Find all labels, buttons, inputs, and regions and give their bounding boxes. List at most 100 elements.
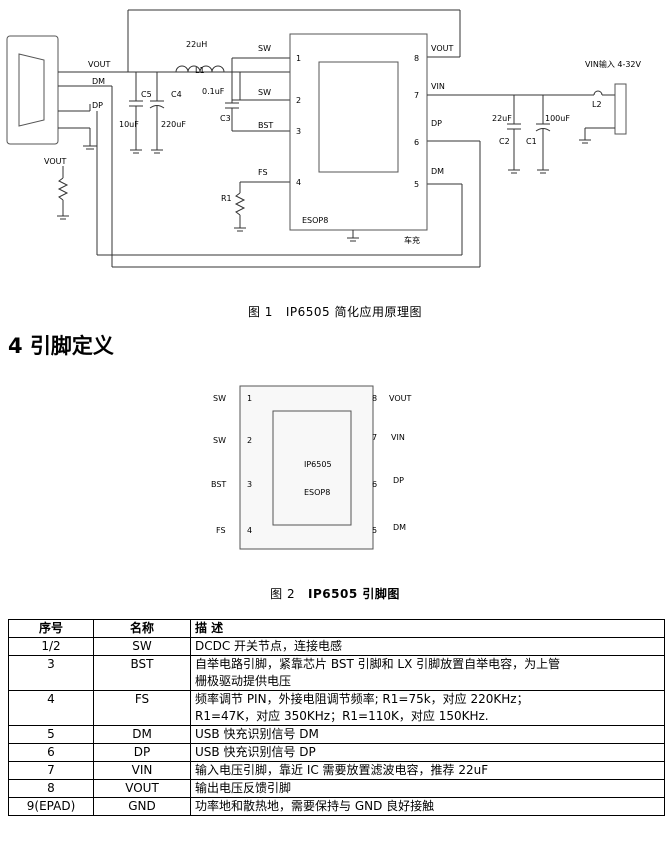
pinout-pin-name-1: SW [213, 394, 226, 403]
usb-connector-plug [18, 53, 45, 127]
cell-description: 输出电压反馈引脚 [190, 779, 665, 798]
pin-definition-table: 序号 名称 描 述 1/2 SW DCDC 开关节点，连接电感 3 BST 自举… [8, 619, 665, 816]
pinout-pin-name-6: DP [393, 476, 404, 485]
desc-line: 自举电路引脚，紧靠芯片 BST 引脚和 LX 引脚放置自举电容，为上管 [195, 657, 561, 671]
label-ic-note: 车充 [404, 235, 420, 245]
ic-pin-num-8: 8 [414, 54, 419, 63]
section-heading: 4 引脚定义 [8, 330, 114, 360]
cell-number: 8 [8, 779, 94, 798]
header-number: 序号 [8, 619, 94, 638]
table-row: 3 BST 自举电路引脚，紧靠芯片 BST 引脚和 LX 引脚放置自举电容，为上… [8, 655, 665, 691]
cell-description: DCDC 开关节点，连接电感 [190, 637, 665, 656]
figure1-caption-text: IP6505 简化应用原理图 [285, 305, 423, 319]
desc-line: DCDC 开关节点，连接电感 [195, 639, 343, 653]
ic-pin-name-7: VIN [431, 82, 445, 91]
label-c5-value: 10uF [119, 120, 139, 129]
desc-line: USB 快充识别信号 DP [195, 745, 316, 759]
label-dp-left: DP [92, 101, 103, 110]
cell-name: SW [93, 637, 191, 656]
cell-name: VOUT [93, 779, 191, 798]
pinout-pin-num-1: 1 [247, 394, 252, 403]
pinout-pin-num-4: 4 [247, 526, 252, 535]
cell-description: 输入电压引脚，靠近 IC 需要放置滤波电容，推荐 22uF [190, 761, 665, 780]
pinout-pin-num-8: 8 [372, 394, 377, 403]
figure2-caption-prefix: 图 2 [270, 587, 296, 601]
figure2-caption: 图 2 IP6505 引脚图 [0, 585, 670, 602]
cell-number: 9(EPAD) [8, 797, 94, 816]
table-row: 7 VIN 输入电压引脚，靠近 IC 需要放置滤波电容，推荐 22uF [8, 761, 665, 780]
label-vout-top: VOUT [88, 60, 110, 69]
cell-description: USB 快充识别信号 DM [190, 725, 665, 744]
label-c3-name: C3 [220, 114, 231, 123]
usb-connector-outline [6, 35, 59, 145]
header-name: 名称 [93, 619, 191, 638]
label-c1-value: 100uF [545, 114, 570, 123]
table-header-row: 序号 名称 描 述 [8, 619, 665, 638]
label-c2-value: 22uF [492, 114, 512, 123]
cell-number: 6 [8, 743, 94, 762]
cell-name: DM [93, 725, 191, 744]
label-vin-input: VIN输入 4-32V [585, 59, 642, 69]
cell-number: 3 [8, 655, 94, 691]
ic-pin-num-1: 1 [296, 54, 301, 63]
pinout-chip-name: IP6505 [304, 460, 332, 469]
figure1-caption-prefix: 图 1 [247, 305, 273, 319]
table-row: 5 DM USB 快充识别信号 DM [8, 725, 665, 744]
table-row: 4 FS 频率调节 PIN，外接电阻调节频率; R1=75k，对应 220KHz… [8, 690, 665, 726]
ic-pin-num-7: 7 [414, 91, 419, 100]
desc-line: USB 快充识别信号 DM [195, 727, 319, 741]
label-c4-name: C4 [171, 90, 182, 99]
ic-pin-name-4: FS [258, 168, 268, 177]
pinout-chip-package: ESOP8 [304, 488, 330, 497]
ic-pin-name-5: DM [431, 167, 444, 176]
label-c3-value: 0.1uF [202, 87, 225, 96]
cell-description: 功率地和散热地，需要保持与 GND 良好接触 [190, 797, 665, 816]
label-l1-name: L1 [195, 66, 205, 75]
label-l2-name: L2 [592, 100, 602, 109]
table-row: 1/2 SW DCDC 开关节点，连接电感 [8, 637, 665, 656]
label-c1-name: C1 [526, 137, 537, 146]
pinout-pin-num-6: 6 [372, 480, 377, 489]
pinout-pin-name-4: FS [216, 526, 226, 535]
pinout-pin-name-3: BST [211, 480, 226, 489]
ic-pin-num-6: 6 [414, 138, 419, 147]
cell-description: USB 快充识别信号 DP [190, 743, 665, 762]
label-r1-name: R1 [221, 194, 232, 203]
cell-name: VIN [93, 761, 191, 780]
pinout-pin-name-8: VOUT [389, 394, 411, 403]
label-c5-name: C5 [141, 90, 152, 99]
ic-pin-name-3: BST [258, 121, 273, 130]
figure1-caption: 图 1 IP6505 简化应用原理图 [0, 303, 670, 320]
pinout-pin-name-5: DM [393, 523, 406, 532]
cell-number: 7 [8, 761, 94, 780]
label-c4-value: 220uF [161, 120, 186, 129]
cell-number: 4 [8, 690, 94, 726]
pinout-pin-num-3: 3 [247, 480, 252, 489]
cell-number: 5 [8, 725, 94, 744]
table-row: 8 VOUT 输出电压反馈引脚 [8, 779, 665, 798]
ic-pin-num-5: 5 [414, 180, 419, 189]
pinout-pin-name-7: VIN [391, 433, 405, 442]
cell-number: 1/2 [8, 637, 94, 656]
desc-line: 栅极驱动提供电压 [195, 674, 292, 688]
pinout-pin-name-2: SW [213, 436, 226, 445]
cell-name: DP [93, 743, 191, 762]
pinout-figure: IP6505 ESOP8 SW 1 SW 2 BST 3 FS 4 VOUT 8… [211, 385, 411, 550]
desc-line: R1=47K，对应 350KHz；R1=110K，对应 150KHz. [195, 709, 489, 723]
ic-pin-num-4: 4 [296, 178, 301, 187]
pinout-pin-num-2: 2 [247, 436, 252, 445]
desc-line: 功率地和散热地，需要保持与 GND 良好接触 [195, 799, 435, 813]
pinout-pin-num-7: 7 [372, 433, 377, 442]
ic-pin-num-3: 3 [296, 127, 301, 136]
cell-name: GND [93, 797, 191, 816]
figure2-caption-text: IP6505 引脚图 [308, 587, 400, 601]
table-row: 6 DP USB 快充识别信号 DP [8, 743, 665, 762]
ic-pin-name-8: VOUT [431, 44, 453, 53]
cell-name: FS [93, 690, 191, 726]
ic-pin-name-6: DP [431, 119, 442, 128]
schematic-figure: VOUT DM DP VOUT 22uH L1 C5 10uF C4 220uF… [6, 9, 642, 268]
label-vout-res: VOUT [44, 157, 66, 166]
desc-line: 输入电压引脚，靠近 IC 需要放置滤波电容，推荐 22uF [195, 763, 489, 777]
header-description: 描 述 [190, 619, 665, 638]
cell-description: 自举电路引脚，紧靠芯片 BST 引脚和 LX 引脚放置自举电容，为上管栅极驱动提… [190, 655, 665, 691]
